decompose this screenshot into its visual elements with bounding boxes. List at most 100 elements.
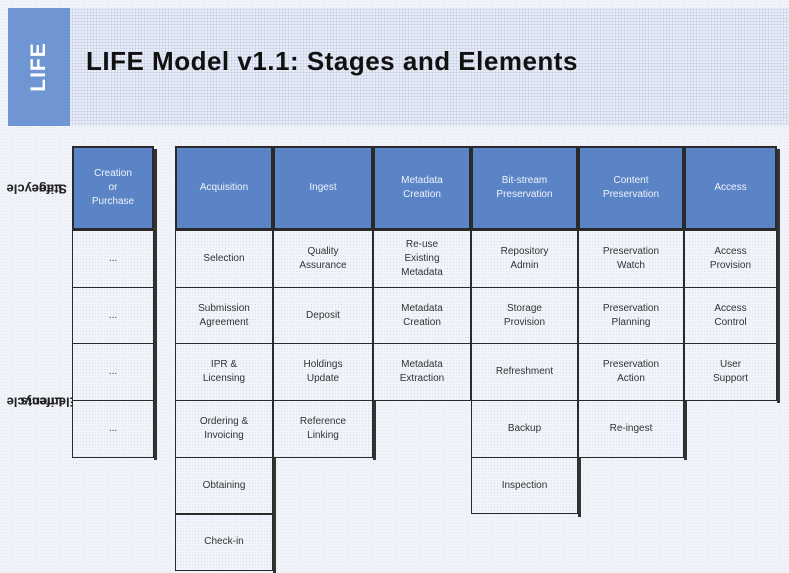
text-line: Preservation [496,189,553,200]
element-check-in: Check-in [175,513,273,572]
page-title: LIFE Model v1.1: Stages and Elements [86,46,578,76]
logo-text: LIFE [27,42,50,92]
text-line: Access [714,182,747,193]
text-line: Re-ingest [609,422,653,434]
element-backup: Backup [471,400,578,458]
text-line: Selection [203,252,245,264]
text-line: Metadata [401,266,443,278]
text-line: Creation [94,168,132,179]
element-inspection: Inspection [471,456,578,515]
element-obtaining: Obtaining [175,456,273,515]
text-line: Deposit [306,309,340,321]
text-line: Content [613,175,649,186]
text-line: User [719,359,742,371]
text-line: Acquisition [199,182,249,193]
text-line: Check-in [204,536,244,548]
life-logo: LIFE [8,8,70,126]
text-line: Update [306,373,340,385]
element-deposit: Deposit [273,286,373,345]
element-ordering-invoicing: Ordering & Invoicing [175,400,273,458]
text-line: Repository [500,245,549,257]
column-shadow [154,149,157,460]
stage-header-acquisition: Acquisition [175,146,273,230]
text-line: Ordering & [199,415,249,427]
text-line: ... [108,252,118,264]
creation-element-cell: ... [72,230,154,288]
text-line: Metadata [401,359,443,371]
element-ipr-licensing: IPR & Licensing [175,343,273,402]
stage-header-ingest: Ingest [273,146,373,230]
text-line: Stage [31,181,68,197]
text-line: Purchase [91,196,135,207]
creation-element-cell: ... [72,343,154,402]
text-line: Invoicing [204,429,244,441]
text-line: Licensing [202,373,246,385]
text-line: Preservation [602,302,660,314]
text-line: or [108,182,118,193]
text-line: Admin [510,259,539,271]
text-line: Backup [507,422,542,434]
text-line: Preservation [602,245,660,257]
text-line: IPR & [210,359,238,371]
text-line: Re-use [405,238,439,250]
text-line: Control [714,316,747,328]
text-line: Ingest [309,182,337,193]
element-refreshment: Refreshment [471,343,578,402]
text-line: Creation [403,316,441,328]
text-line: Extraction [399,373,445,385]
text-line: Storage [506,302,542,314]
stage-header-access: Access [684,146,777,230]
column-shadow [777,149,780,404]
text-line: Provision [709,259,752,271]
text-line: Creation [403,189,441,200]
text-line: Linking [307,429,339,441]
text-line: ... [108,366,118,378]
text-line: Quality [307,245,339,257]
text-line: Planning [611,316,651,328]
text-line: Metadata [401,302,443,314]
element-re-ingest: Re-ingest [578,400,684,458]
text-line: Existing [404,252,440,264]
text-line: Holdings [303,359,343,371]
creation-element-cell: ... [72,286,154,345]
text-line: Support [712,373,749,385]
text-line: Preservation [602,189,660,200]
text-line: Agreement [199,316,249,328]
text-line: Inspection [501,479,548,491]
text-line: Metadata [401,175,443,186]
text-line: Reference [299,415,347,427]
text-line: Action [617,373,645,385]
text-line: ... [108,422,118,434]
text-line: Provision [503,316,546,328]
text-line: Elements [20,394,79,410]
text-line: Bit-stream [501,175,548,186]
creation-element-cell: ... [72,400,154,458]
element-selection: Selection [175,230,273,288]
text-line: Obtaining [202,479,246,491]
text-line: Refreshment [495,366,554,378]
text-line: Submission [198,302,250,314]
text-line: Preservation [602,359,660,371]
text-line: Assurance [299,259,347,271]
text-line: Access [714,245,747,257]
header-band [8,8,789,126]
